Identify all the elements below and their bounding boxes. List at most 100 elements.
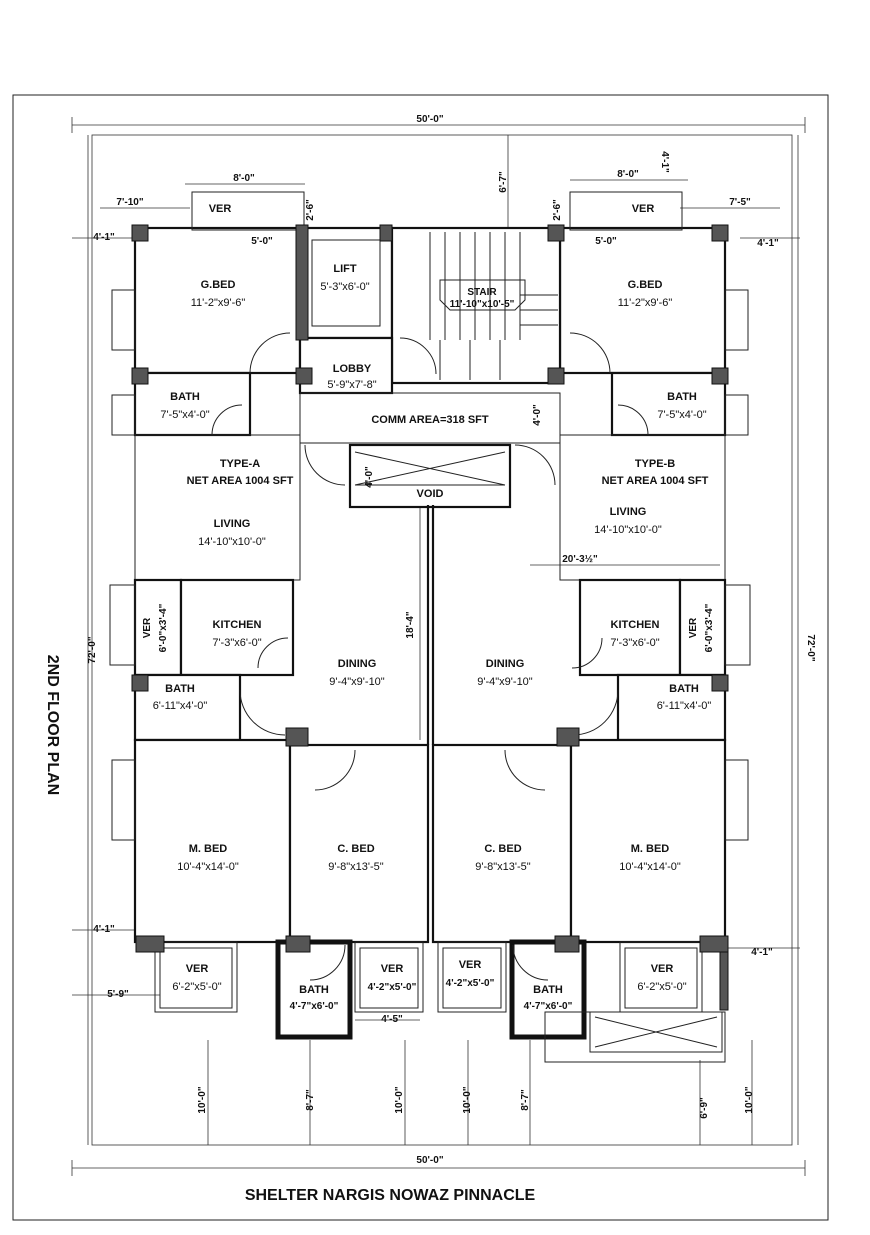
bath-bl-room bbox=[275, 939, 353, 1040]
title-block: SHELTER NARGIS NOWAZ PINNACLE 2ND FLOOR … bbox=[44, 655, 536, 1204]
cbed-b-room bbox=[431, 743, 573, 944]
comm-area-label: COMM AREA=318 SFT bbox=[371, 414, 489, 426]
svg-text:7'-5"x4'-0": 7'-5"x4'-0" bbox=[160, 409, 209, 421]
plan-label: 2ND FLOOR PLAN bbox=[44, 655, 61, 795]
svg-text:5'-9": 5'-9" bbox=[107, 989, 129, 1000]
cbed-a-label: C. BED bbox=[337, 843, 374, 855]
svg-text:50'-0": 50'-0" bbox=[416, 1155, 443, 1166]
svg-text:72'-0": 72'-0" bbox=[87, 636, 98, 663]
cbed-a-room bbox=[288, 743, 430, 944]
bath-br-room bbox=[509, 939, 587, 1040]
svg-text:6'-9": 6'-9" bbox=[699, 1097, 710, 1119]
svg-text:11'-10"x10'-5": 11'-10"x10'-5" bbox=[450, 299, 515, 310]
svg-text:8'-7": 8'-7" bbox=[520, 1089, 531, 1111]
svg-text:9'-8"x13'-5": 9'-8"x13'-5" bbox=[475, 861, 531, 873]
ver-tr-label: VER bbox=[632, 203, 655, 215]
sheet-frame bbox=[12, 94, 829, 1221]
plot-boundary bbox=[91, 134, 793, 1146]
windows bbox=[109, 289, 751, 841]
svg-text:5'-9"x7'-8": 5'-9"x7'-8" bbox=[327, 379, 376, 391]
void-label: VOID bbox=[417, 488, 444, 500]
svg-text:6'-11"x4'-0": 6'-11"x4'-0" bbox=[153, 700, 208, 712]
svg-text:6'-0"x3'-4": 6'-0"x3'-4" bbox=[158, 603, 169, 652]
bath-b-top-room bbox=[610, 371, 727, 437]
room-labels: VER VER G.BED 11'-2"x9'-6" G.BED 11'-2"x… bbox=[142, 203, 715, 1012]
ver-tl-label: VER bbox=[209, 203, 232, 215]
ver-bl-label: VER bbox=[186, 963, 209, 975]
svg-text:18'-4": 18'-4" bbox=[405, 611, 416, 638]
bath-a-top-label: BATH bbox=[170, 391, 200, 403]
svg-text:5'-3"x6'-0": 5'-3"x6'-0" bbox=[320, 281, 369, 293]
dining-a-label: DINING bbox=[338, 658, 377, 670]
svg-text:5'-0": 5'-0" bbox=[595, 236, 617, 247]
svg-text:4'-5": 4'-5" bbox=[381, 1014, 403, 1025]
svg-text:NET AREA 1004 SFT: NET AREA 1004 SFT bbox=[602, 475, 709, 487]
ver-br-room bbox=[619, 941, 703, 1013]
mbed-b-label: M. BED bbox=[631, 843, 670, 855]
svg-text:4'-1": 4'-1" bbox=[751, 947, 773, 958]
svg-text:11'-2"x9'-6": 11'-2"x9'-6" bbox=[191, 297, 246, 309]
cbed-b-label: C. BED bbox=[484, 843, 521, 855]
svg-text:4'-0": 4'-0" bbox=[532, 404, 543, 426]
svg-text:4'-2"x5'-0": 4'-2"x5'-0" bbox=[446, 978, 495, 989]
mbed-b-room bbox=[569, 738, 727, 944]
door-swings bbox=[211, 332, 649, 981]
stair-landing bbox=[439, 279, 526, 311]
dining-b-label: DINING bbox=[486, 658, 525, 670]
svg-text:2'-6": 2'-6" bbox=[552, 199, 563, 221]
ver-tr-room bbox=[569, 191, 683, 231]
dimension-labels: 50'-0" 50'-0" 72'-0" 72'-0" 6'-7" 8'-0" … bbox=[87, 114, 816, 1166]
bath-b-mid-label: BATH bbox=[669, 683, 699, 695]
svg-text:6'-7": 6'-7" bbox=[498, 171, 509, 193]
gbed-a-label: G.BED bbox=[201, 279, 236, 291]
comm-area bbox=[299, 392, 561, 444]
svg-text:NET AREA 1004 SFT: NET AREA 1004 SFT bbox=[187, 475, 294, 487]
ver-br-label: VER bbox=[651, 963, 674, 975]
bath-a-top-room bbox=[133, 371, 252, 437]
svg-text:6'-2"x5'-0": 6'-2"x5'-0" bbox=[637, 981, 686, 993]
svg-text:20'-3½": 20'-3½" bbox=[562, 554, 598, 565]
svg-text:72'-0": 72'-0" bbox=[805, 634, 816, 661]
svg-text:4'-7"x6'-0": 4'-7"x6'-0" bbox=[524, 1001, 573, 1012]
svg-text:10'-0": 10'-0" bbox=[394, 1086, 405, 1113]
svg-text:6'-2"x5'-0": 6'-2"x5'-0" bbox=[172, 981, 221, 993]
svg-text:9'-4"x9'-10": 9'-4"x9'-10" bbox=[329, 676, 385, 688]
svg-text:4'-1": 4'-1" bbox=[93, 924, 115, 935]
svg-text:50'-0": 50'-0" bbox=[416, 114, 443, 125]
kitchen-b-label: KITCHEN bbox=[611, 619, 660, 631]
svg-text:4'-1": 4'-1" bbox=[93, 232, 115, 243]
bath-b-mid-room bbox=[616, 673, 727, 742]
svg-text:4'-1": 4'-1" bbox=[757, 238, 779, 249]
ver-tl-room bbox=[191, 191, 305, 231]
mbed-a-room bbox=[133, 738, 292, 944]
svg-text:9'-8"x13'-5": 9'-8"x13'-5" bbox=[328, 861, 384, 873]
living-a-label: LIVING bbox=[214, 518, 251, 530]
svg-text:2'-6": 2'-6" bbox=[305, 199, 316, 221]
ver-kb-room bbox=[678, 578, 727, 677]
dimension-lines bbox=[71, 117, 806, 1176]
svg-text:5'-0": 5'-0" bbox=[251, 236, 273, 247]
svg-text:9'-4"x9'-10": 9'-4"x9'-10" bbox=[477, 676, 533, 688]
gbed-b-label: G.BED bbox=[628, 279, 663, 291]
lift-label: LIFT bbox=[333, 263, 356, 275]
walls bbox=[133, 191, 727, 1063]
living-a-area bbox=[134, 434, 301, 581]
svg-text:14'-10"x10'-0": 14'-10"x10'-0" bbox=[198, 536, 266, 548]
stair-room bbox=[390, 226, 562, 385]
svg-text:8'-0": 8'-0" bbox=[233, 173, 255, 184]
svg-text:6'-0"x3'-4": 6'-0"x3'-4" bbox=[704, 603, 715, 652]
void-area bbox=[348, 443, 512, 509]
svg-text:6'-11"x4'-0": 6'-11"x4'-0" bbox=[657, 700, 712, 712]
ver-bc1-label: VER bbox=[381, 963, 404, 975]
svg-text:4'-1": 4'-1" bbox=[659, 151, 670, 173]
lobby-label: LOBBY bbox=[333, 363, 372, 375]
ver-bc1-room bbox=[354, 941, 424, 1013]
kitchen-a-label: KITCHEN bbox=[213, 619, 262, 631]
svg-text:10'-4"x14'-0": 10'-4"x14'-0" bbox=[177, 861, 239, 873]
bath-br-label: BATH bbox=[533, 984, 563, 996]
svg-text:10'-4"x14'-0": 10'-4"x14'-0" bbox=[619, 861, 681, 873]
gbed-b-room bbox=[558, 226, 727, 375]
bath-a-mid-label: BATH bbox=[165, 683, 195, 695]
